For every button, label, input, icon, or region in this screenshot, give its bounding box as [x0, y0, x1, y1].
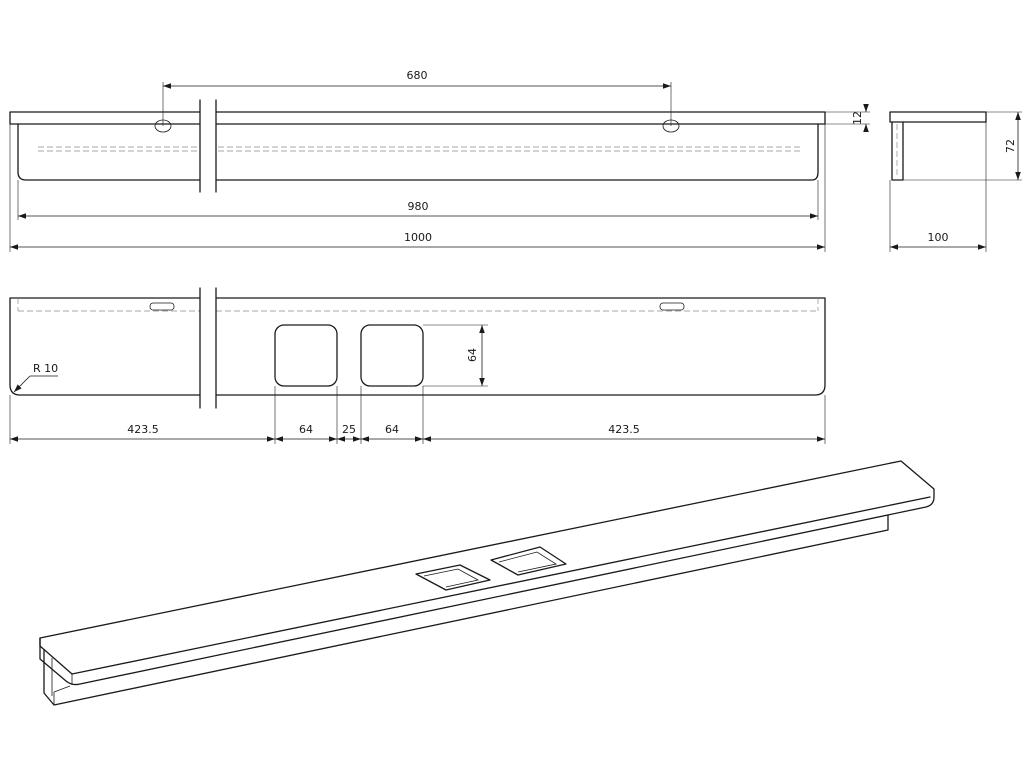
cutout-right: [360, 324, 424, 387]
dim-cutout-width-2-label: 64: [385, 423, 399, 436]
dim-inner-length: 980: [17, 180, 819, 220]
dim-mount-spacing: 680: [162, 69, 672, 126]
dim-left-offset-label: 423.5: [127, 423, 159, 436]
iso-cutout-right: [490, 546, 567, 576]
side-top-plate: [889, 111, 987, 123]
dim-cutout-height: 64: [423, 324, 488, 387]
iso-cutout-left: [415, 564, 491, 591]
dim-cutout-height-label: 64: [466, 348, 479, 362]
dim-plate-thickness: 12: [825, 104, 870, 132]
iso-cutout-right-inner: [498, 551, 558, 573]
side-body: [891, 121, 904, 181]
dim-total-length-label: 1000: [404, 231, 432, 244]
iso-cutout-left-inner: [423, 568, 480, 588]
isometric-view: [39, 460, 935, 706]
dim-plate-thickness-label: 12: [851, 111, 864, 125]
iso-top-face: [39, 460, 935, 686]
top-break: [199, 287, 217, 409]
dim-side-height: 72: [903, 111, 1022, 181]
iso-plate-edge: [39, 496, 931, 675]
dim-corner-radius: R 10: [13, 362, 58, 393]
dim-cutout-width-1-label: 64: [299, 423, 313, 436]
dim-bottom-chain: 423.5 64 25 64 423.5: [9, 386, 826, 444]
front-break: [199, 99, 217, 193]
iso-body-edge: [53, 685, 71, 705]
cutout-left: [274, 324, 338, 387]
side-view: [889, 111, 987, 181]
dim-mount-spacing-label: 680: [407, 69, 428, 82]
front-view: [9, 99, 826, 193]
dim-cutout-gap-label: 25: [342, 423, 356, 436]
top-outline: [9, 297, 826, 396]
dim-corner-radius-label: R 10: [33, 362, 58, 375]
mount-bracket-left: [149, 302, 175, 311]
top-view: [9, 287, 826, 409]
front-top-plate: [9, 111, 826, 125]
dim-side-depth: 100: [889, 122, 987, 252]
mount-bracket-right: [659, 302, 685, 311]
dim-side-height-label: 72: [1004, 139, 1017, 153]
front-body: [17, 123, 819, 181]
dim-total-length: 1000: [9, 124, 826, 252]
dim-side-depth-label: 100: [928, 231, 949, 244]
dim-inner-length-label: 980: [408, 200, 429, 213]
dim-right-offset-label: 423.5: [608, 423, 640, 436]
